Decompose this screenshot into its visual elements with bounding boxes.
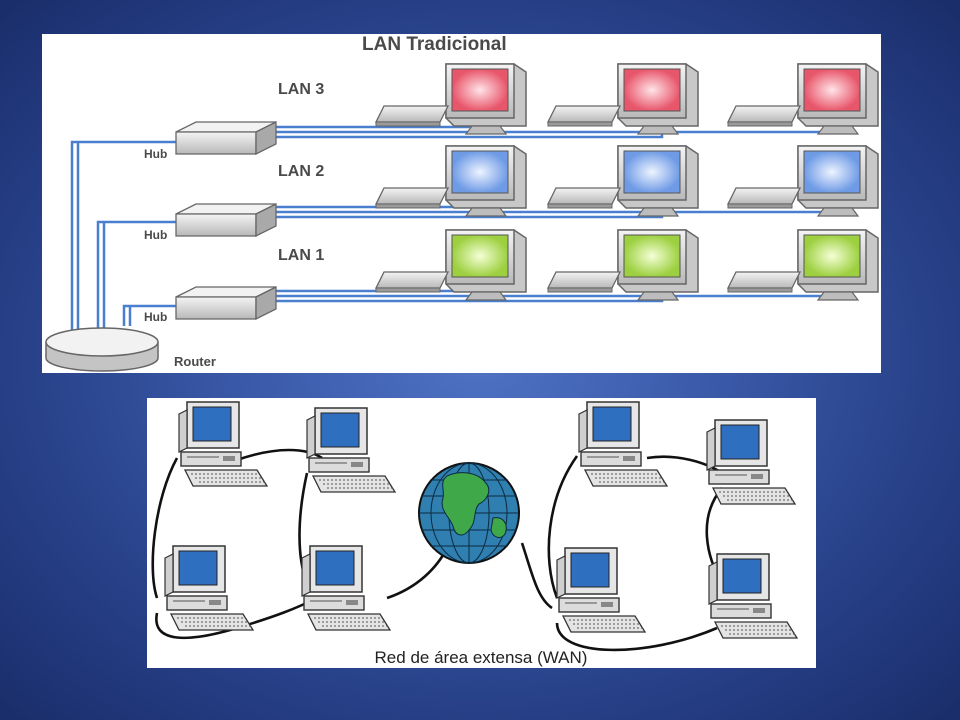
- hub-label: Hub: [144, 147, 167, 161]
- lan3-computer: [375, 63, 527, 135]
- lan3-label: LAN 3: [278, 81, 324, 98]
- lan-diagram: LAN Tradicional LAN 3 LAN 2 LAN 1: [45, 34, 879, 372]
- hub-lan1: [175, 286, 277, 320]
- hub-label: Hub: [144, 228, 167, 242]
- hub-label: Hub: [144, 310, 167, 324]
- hub-lan2: [175, 203, 277, 237]
- wan-computer: [306, 407, 396, 493]
- lan3-computer: [727, 63, 879, 135]
- lan1-computer: [547, 229, 699, 301]
- lan2-computer: [727, 145, 879, 217]
- globe-icon: [418, 462, 520, 564]
- hub-lan3: [175, 121, 277, 155]
- wan-computer: [178, 401, 268, 487]
- router-label: Router: [174, 354, 216, 369]
- wan-computer: [706, 419, 796, 505]
- lan2-label: LAN 2: [278, 163, 324, 180]
- router: [45, 327, 159, 372]
- lan1-computer: [727, 229, 879, 301]
- lan-title: LAN Tradicional: [362, 34, 507, 55]
- wan-computer: [301, 545, 391, 631]
- wan-diagram-panel: Red de área extensa (WAN): [147, 398, 816, 668]
- lan1-computer: [375, 229, 527, 301]
- wan-caption: Red de área extensa (WAN): [375, 648, 588, 667]
- lan3-computers: [375, 63, 879, 135]
- lan1-computers: [375, 229, 879, 301]
- lan3-computer: [547, 63, 699, 135]
- wan-computer: [556, 547, 646, 633]
- lan2-computers: [375, 145, 879, 217]
- lan2-computer: [547, 145, 699, 217]
- lan2-computer: [375, 145, 527, 217]
- wan-computer: [708, 553, 798, 639]
- wan-diagram: Red de área extensa (WAN): [151, 401, 798, 667]
- wan-computer: [578, 401, 668, 487]
- lan1-label: LAN 1: [278, 247, 324, 264]
- lan-diagram-panel: LAN Tradicional LAN 3 LAN 2 LAN 1: [42, 34, 881, 373]
- wan-computer: [164, 545, 254, 631]
